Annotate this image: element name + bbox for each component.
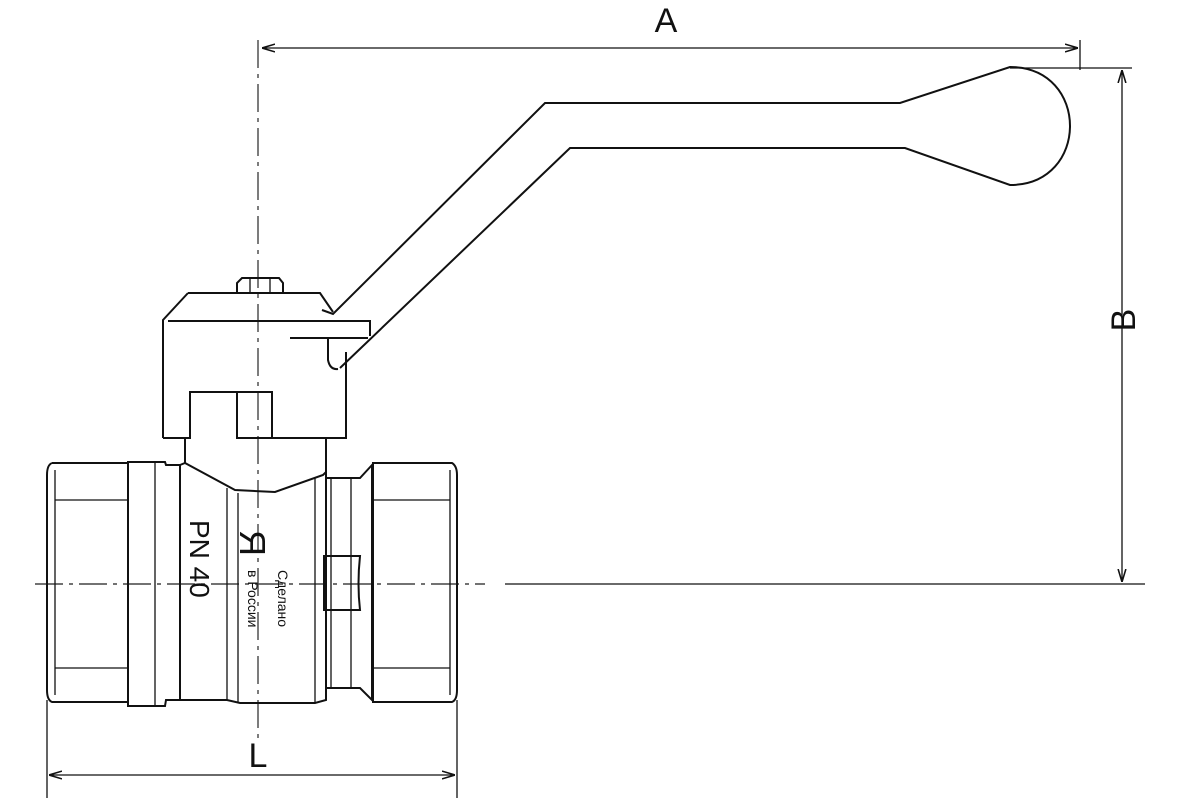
dimension-a: A xyxy=(262,2,1081,70)
handle xyxy=(321,65,1071,369)
logo-mark: Я xyxy=(232,530,273,556)
stem-nut xyxy=(236,277,284,293)
made-in-line1: Сделано xyxy=(275,570,291,627)
dimension-l: L xyxy=(46,700,458,798)
dimension-l-label: L xyxy=(249,737,268,775)
dimension-a-label: A xyxy=(655,2,678,40)
dimension-b: B xyxy=(505,67,1145,585)
made-in-line2: в России xyxy=(245,570,261,627)
valve-body xyxy=(46,461,458,707)
dimension-b-label: B xyxy=(1105,309,1143,332)
pressure-marking: PN 40 xyxy=(184,520,215,598)
bonnet xyxy=(162,292,371,472)
